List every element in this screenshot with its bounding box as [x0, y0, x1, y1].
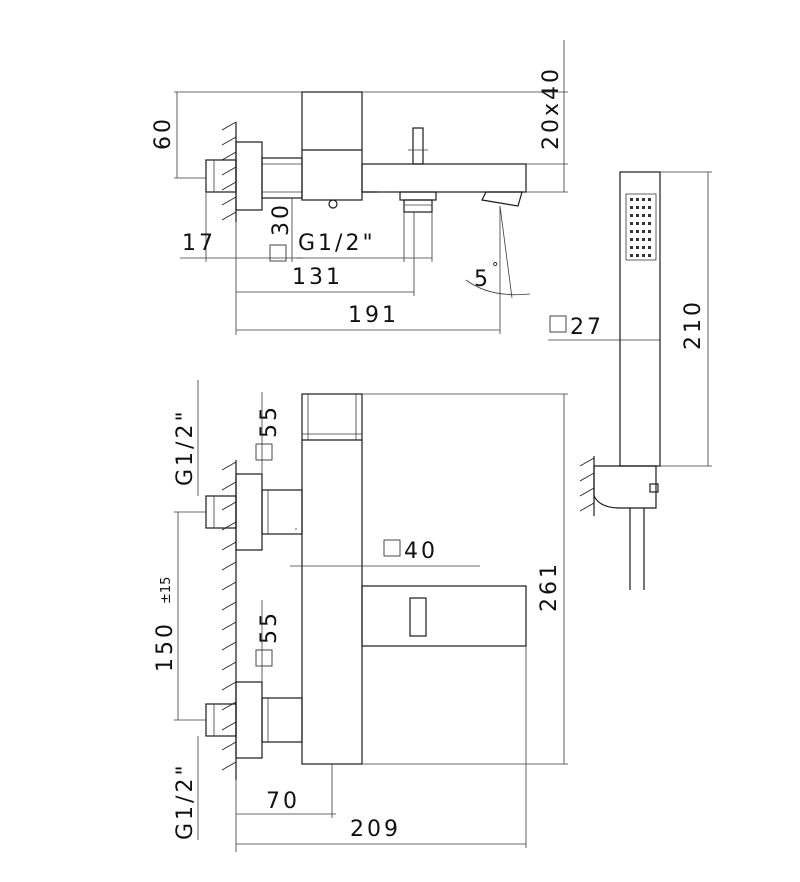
aerator-top — [481, 191, 523, 207]
mixer-body-top — [301, 91, 363, 201]
dim-thread-top: G1/2" — [298, 231, 376, 256]
dim-261: 261 — [537, 561, 562, 612]
dim-30: 30 — [269, 202, 294, 236]
upper-inlet — [205, 495, 237, 529]
lower-rosette — [235, 681, 263, 759]
dim-150: 150 — [153, 621, 178, 672]
hose-connection-top — [399, 191, 437, 201]
square-symbol-55-lower — [255, 649, 273, 667]
spout-top — [361, 163, 527, 193]
hand-shower-nozzles — [630, 198, 651, 257]
upper-rosette — [235, 473, 263, 551]
eccentric-connection-top — [235, 141, 263, 211]
dim-209: 209 — [350, 817, 401, 842]
dim-thread-upper: G1/2" — [173, 408, 198, 486]
angle-arc — [465, 279, 531, 296]
dim-27: 27 — [570, 315, 604, 340]
dim-angle-unit: ° — [492, 261, 499, 276]
screw-top — [328, 199, 338, 209]
wall-hatch-top — [221, 121, 237, 222]
square-symbol-40 — [383, 539, 401, 557]
top-view: 60 20x40 17 30 G1/2" 131 191 5 ° — [151, 40, 568, 335]
front-view: 150 ±15 G1/2" G1/2" 55 55 40 261 70 209 — [153, 380, 568, 852]
square-symbol-27 — [549, 315, 567, 333]
wall-hatch-front — [221, 460, 237, 780]
aerator-front — [409, 597, 427, 637]
dim-60: 60 — [151, 116, 176, 150]
diverter-knob-top — [412, 127, 424, 165]
dim-tolerance: ±15 — [159, 577, 174, 604]
dim-40: 40 — [404, 539, 438, 564]
shower-bracket — [593, 465, 657, 509]
dim-17: 17 — [182, 231, 216, 256]
hose-thread-top — [403, 199, 433, 213]
dim-55-lower: 55 — [257, 610, 282, 644]
dim-thread-lower: G1/2" — [173, 762, 198, 840]
dim-angle: 5 — [474, 267, 491, 292]
dim-131: 131 — [292, 265, 343, 290]
wall-hatch-shower — [579, 456, 595, 516]
dim-20x40: 20x40 — [539, 66, 564, 150]
square-symbol-55-upper — [255, 443, 273, 461]
inlet-fitting-top — [205, 159, 237, 193]
hand-shower-head — [625, 193, 657, 261]
spout-front — [361, 585, 527, 647]
lower-inlet — [205, 703, 237, 737]
square-symbol-30 — [269, 244, 287, 262]
hand-shower-view: 210 27 — [548, 171, 712, 590]
dim-191: 191 — [348, 303, 399, 328]
dim-70: 70 — [266, 789, 300, 814]
dim-55-upper: 55 — [257, 404, 282, 438]
dim-210: 210 — [681, 299, 706, 350]
mixer-column — [301, 393, 363, 765]
